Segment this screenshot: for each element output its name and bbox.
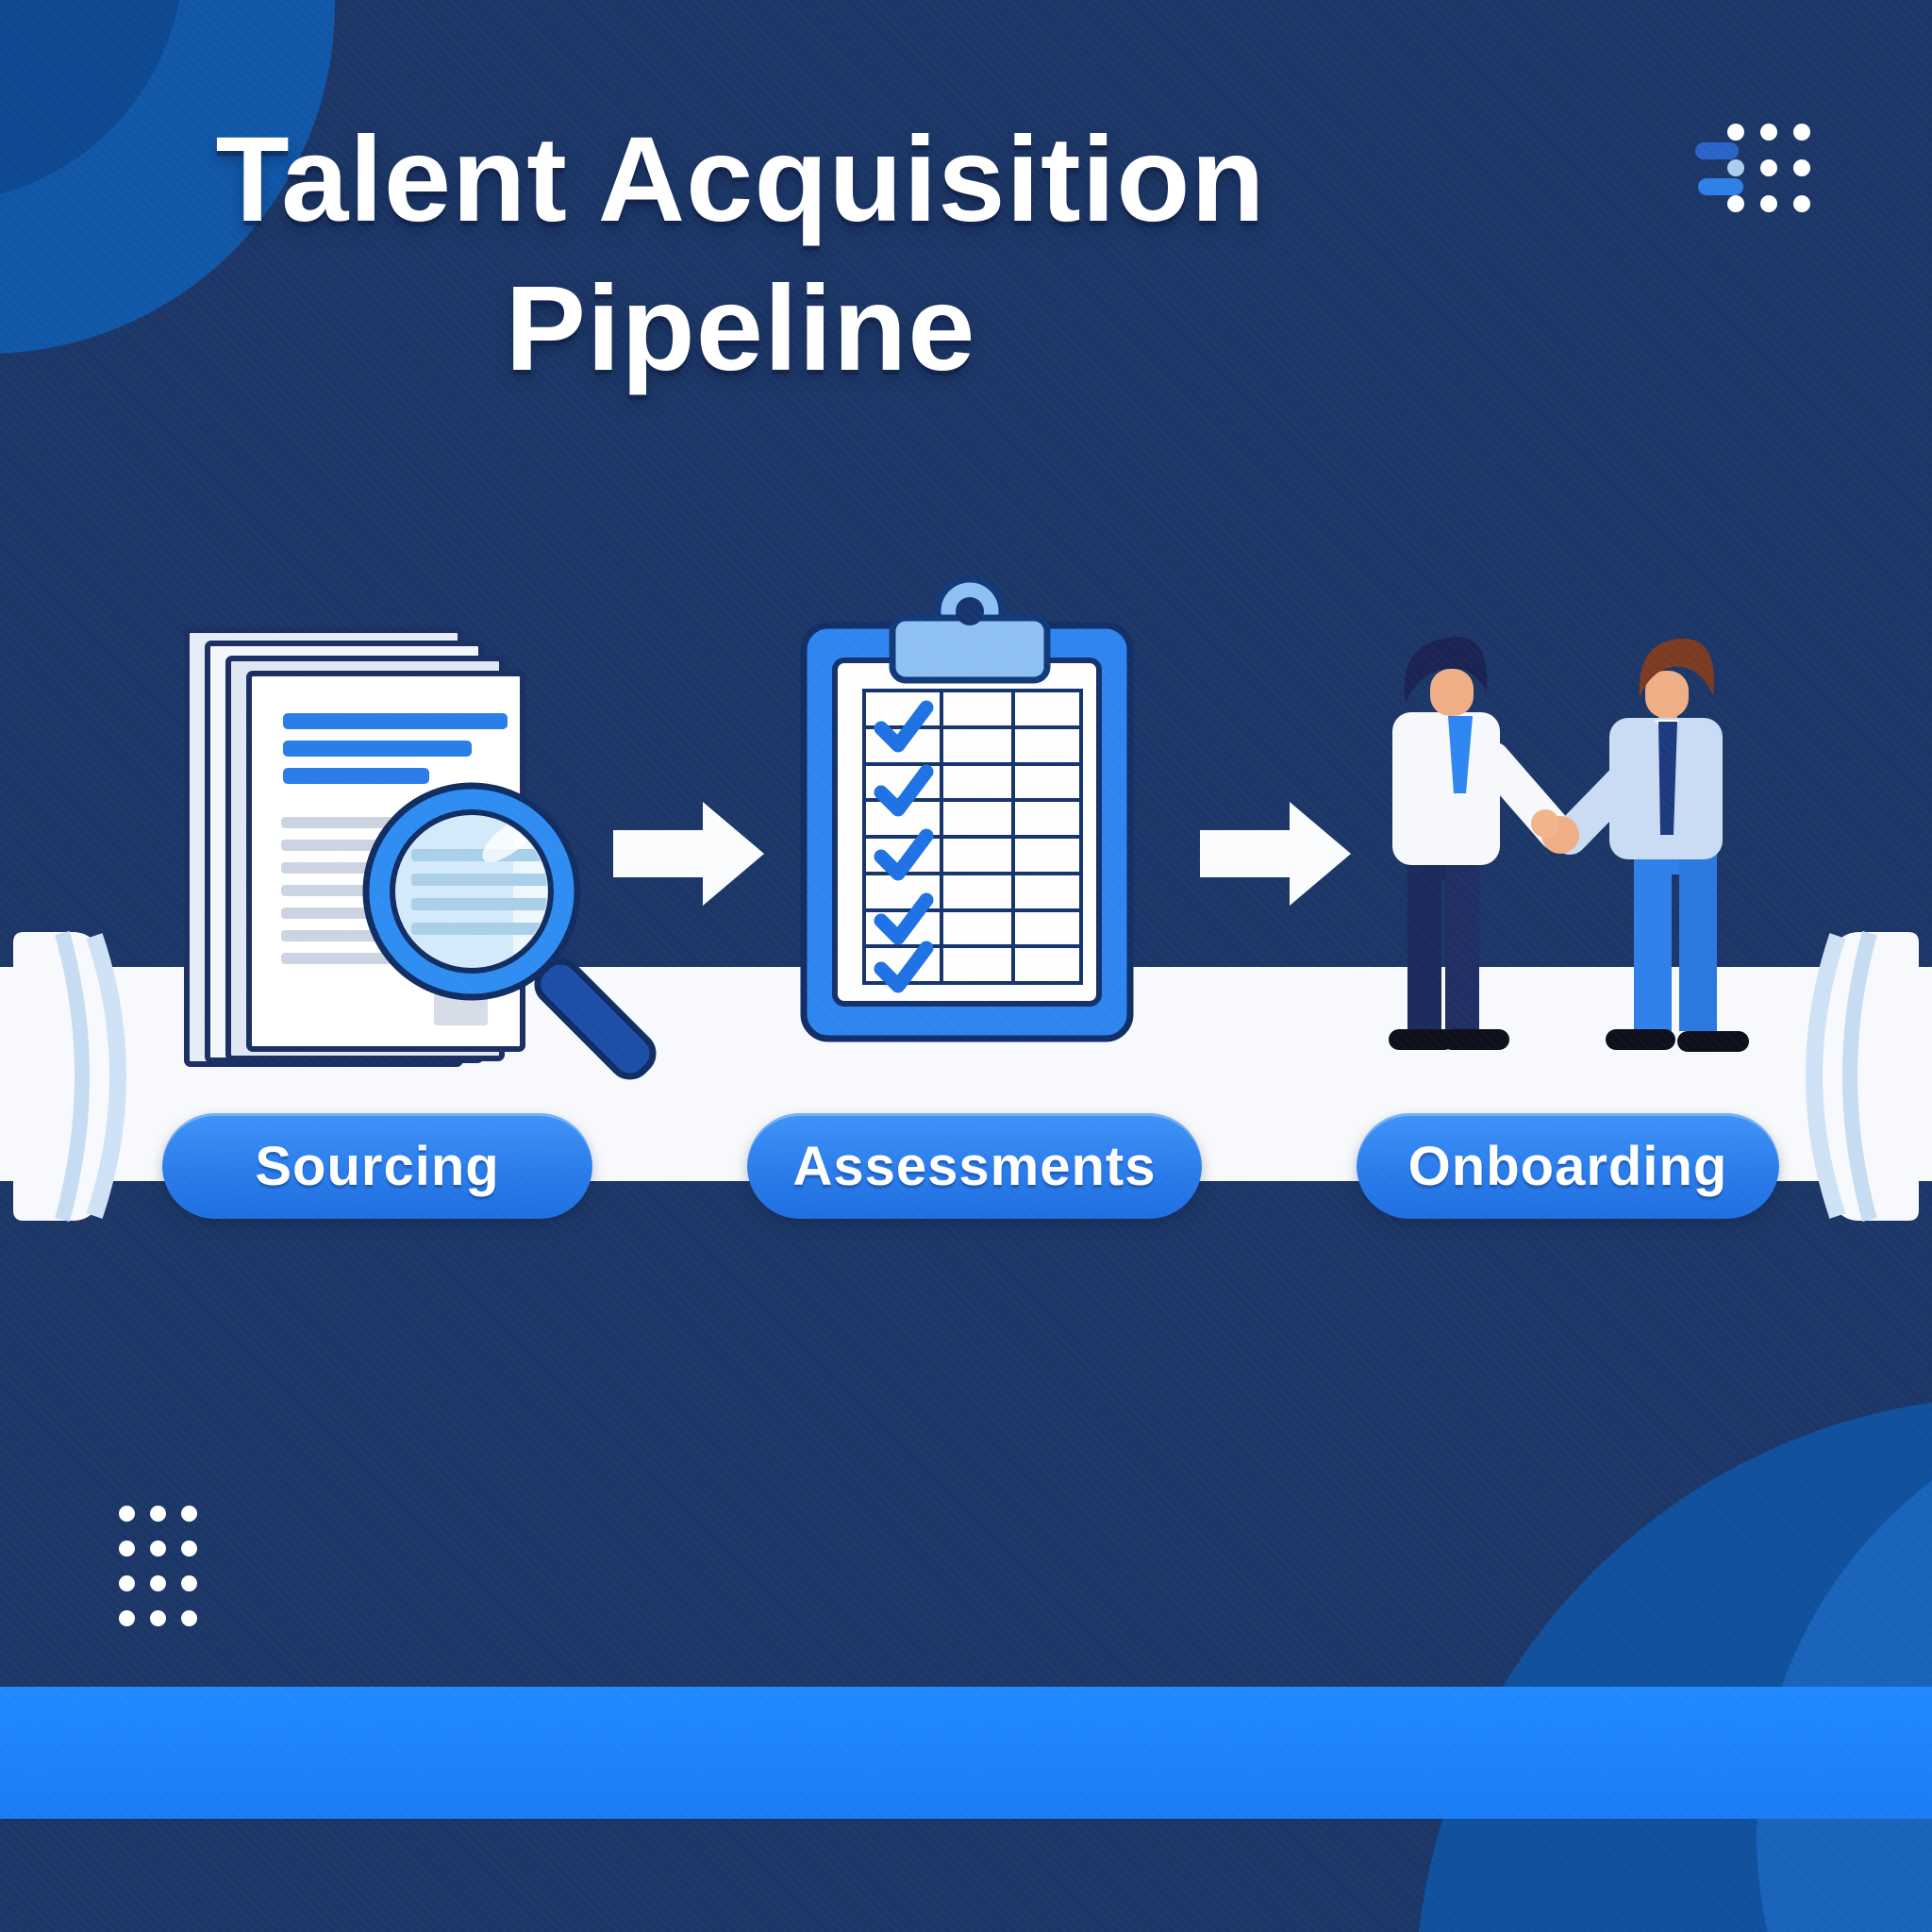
- stage-pill-onboarding: Onboarding: [1357, 1113, 1779, 1219]
- decorative-dash-icon: [1698, 178, 1743, 195]
- page-title-line1: Talent Acquisition: [215, 112, 1266, 247]
- documents-magnifier-icon: [184, 627, 657, 1080]
- dot: [181, 1506, 197, 1522]
- dot: [1727, 124, 1744, 141]
- dot: [119, 1575, 135, 1591]
- dot: [1760, 159, 1777, 176]
- stage-label-sourcing: Sourcing: [255, 1135, 500, 1197]
- stage-pill-sourcing: Sourcing: [162, 1113, 592, 1219]
- dot: [150, 1575, 166, 1591]
- dot: [1727, 159, 1744, 176]
- clipboard-checklist-icon: [800, 577, 1134, 1042]
- arrow-right-icon: [613, 802, 764, 906]
- handshake-icon: [1389, 637, 1749, 1052]
- dot: [181, 1610, 197, 1626]
- page-title: Talent Acquisition Pipeline: [142, 106, 1340, 404]
- dot-grid-bottom-left: [119, 1506, 197, 1626]
- dot: [1793, 124, 1810, 141]
- dot: [1760, 195, 1777, 212]
- arrow-right-icon: [1200, 802, 1351, 906]
- dot: [119, 1506, 135, 1522]
- dot: [150, 1541, 166, 1557]
- stage-pill-assessments: Assessments: [747, 1113, 1202, 1219]
- dot: [150, 1610, 166, 1626]
- pipe-flange-left-icon: [13, 930, 132, 1223]
- stage-label-onboarding: Onboarding: [1407, 1135, 1728, 1197]
- pipe-flange-right-icon: [1800, 930, 1919, 1223]
- dot: [1727, 195, 1744, 212]
- dot-grid-top-right: [1727, 124, 1810, 212]
- stage-label-assessments: Assessments: [792, 1135, 1157, 1197]
- dot: [181, 1541, 197, 1557]
- dot: [119, 1610, 135, 1626]
- dot: [1793, 195, 1810, 212]
- dot: [181, 1575, 197, 1591]
- page-title-line2: Pipeline: [505, 261, 976, 396]
- bottom-accent-bar: [0, 1687, 1932, 1819]
- dot: [150, 1506, 166, 1522]
- decorative-dash-icon: [1695, 142, 1739, 159]
- dot: [119, 1541, 135, 1557]
- dot: [1793, 159, 1810, 176]
- dot: [1760, 124, 1777, 141]
